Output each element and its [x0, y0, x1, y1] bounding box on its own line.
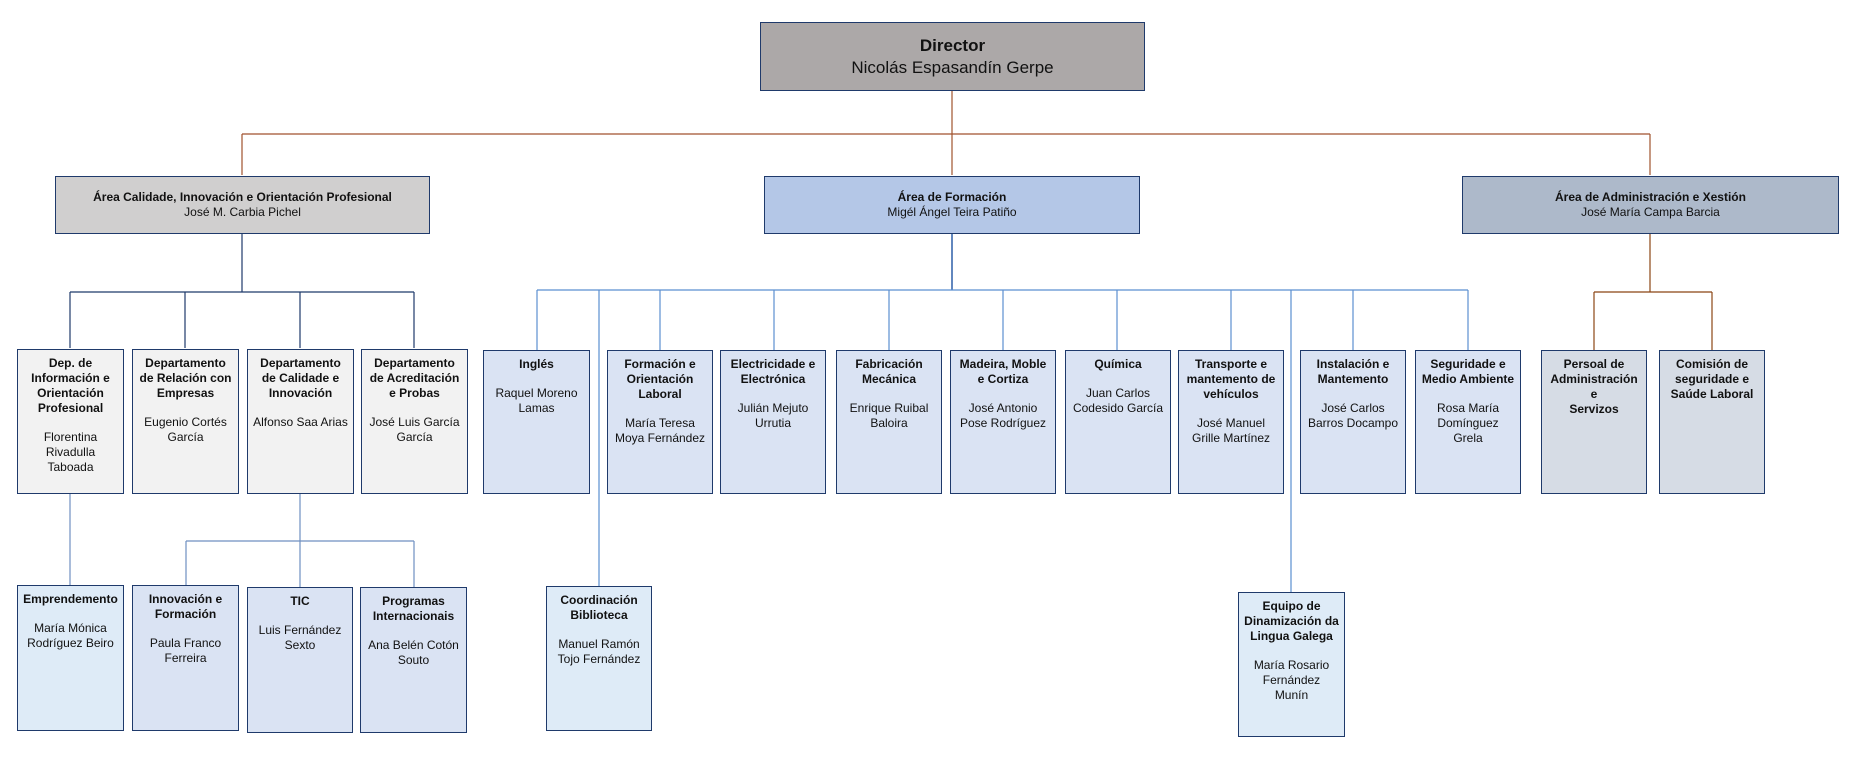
- dept-head: Enrique Ruibal Baloira: [849, 401, 929, 430]
- dept-title: Instalación e Mantemento: [1316, 357, 1390, 386]
- dept-head: José Manuel Grille Martínez: [1191, 416, 1271, 445]
- area-calidade-name: José M. Carbia Pichel: [184, 205, 301, 219]
- dept-head: Florentina Rivadulla Taboada: [43, 430, 98, 474]
- dept-title: Fabricación Mecánica: [855, 357, 923, 386]
- dept-head: José Carlos Barros Docampo: [1307, 401, 1399, 430]
- dept-title: Inglés: [519, 357, 554, 371]
- dept-relacion-empresas: Departamento de Relación con Empresas Eu…: [132, 349, 239, 494]
- unit-head: María Rosario Fernández Munín: [1253, 658, 1330, 702]
- dept-head: Juan Carlos Codesido García: [1072, 386, 1164, 415]
- dept-head: Rosa María Domínguez Grela: [1436, 401, 1500, 445]
- area-admin-title: Área de Administración e Xestión: [1555, 190, 1746, 204]
- unit-head: María Mónica Rodríguez Beiro: [27, 621, 114, 650]
- dept-electricidade: Electricidade e Electrónica Julián Mejut…: [720, 350, 826, 494]
- dept-madeira: Madeira, Moble e Cortiza José Antonio Po…: [950, 350, 1056, 494]
- dept-head: Alfonso Saa Arias: [253, 415, 348, 429]
- dept-persoal-administracion: Persoal de Administración e Servizos: [1541, 350, 1647, 494]
- dept-title: Persoal de Administración e Servizos: [1550, 357, 1638, 416]
- dept-head: Julián Mejuto Urrutia: [737, 401, 809, 430]
- unit-innovacion-formacion: Innovación e Formación Paula Franco Ferr…: [132, 585, 239, 731]
- unit-title: Equipo de Dinamización da Lingua Galega: [1244, 599, 1339, 643]
- dept-head: Eugenio Cortés García: [144, 415, 227, 444]
- unit-coordinacion-biblioteca: Coordinación Biblioteca Manuel Ramón Toj…: [546, 586, 652, 731]
- unit-title: Coordinación Biblioteca: [560, 593, 638, 622]
- unit-title: Programas Internacionais: [372, 594, 455, 623]
- dept-head: María Teresa Moya Fernández: [614, 416, 706, 445]
- area-admin-name: José María Campa Barcia: [1581, 205, 1720, 219]
- dept-title: Departamento de Relación con Empresas: [139, 356, 232, 400]
- unit-head: Manuel Ramón Tojo Fernández: [557, 637, 641, 666]
- unit-head: Paula Franco Ferreira: [149, 636, 222, 665]
- unit-title: Emprendemento: [23, 592, 118, 606]
- unit-programas-internacionais: Programas Internacionais Ana Belén Cotón…: [360, 587, 467, 733]
- unit-lingua-galega: Equipo de Dinamización da Lingua Galega …: [1238, 592, 1345, 737]
- director-name: Nicolás Espasandín Gerpe: [851, 57, 1054, 77]
- dept-title: Formación e Orientación Laboral: [624, 357, 696, 401]
- area-calidade-box: Área Calidade, Innovación e Orientación …: [55, 176, 430, 234]
- unit-tic: TIC Luis Fernández Sexto: [247, 587, 353, 733]
- dept-calidade-innovacion: Departamento de Calidade e Innovación Al…: [247, 349, 354, 494]
- unit-title: TIC: [290, 594, 310, 608]
- unit-emprendemento: Emprendemento María Mónica Rodríguez Bei…: [17, 585, 124, 731]
- dept-title: Seguridade e Medio Ambiente: [1421, 357, 1515, 386]
- dept-title: Transporte e mantemento de vehículos: [1186, 357, 1276, 401]
- dept-head: José Luis García García: [369, 415, 460, 444]
- dept-title: Departamento de Acreditación e Probas: [369, 356, 460, 400]
- dept-title: Electricidade e Electrónica: [730, 357, 816, 386]
- area-admin-box: Área de Administración e Xestión José Ma…: [1462, 176, 1839, 234]
- dept-transporte: Transporte e mantemento de vehículos Jos…: [1178, 350, 1284, 494]
- unit-head: Luis Fernández Sexto: [258, 623, 342, 652]
- dept-title: Madeira, Moble e Cortiza: [959, 357, 1047, 386]
- area-formacion-name: Migél Ángel Teira Patiño: [887, 205, 1017, 219]
- unit-head: Ana Belén Cotón Souto: [368, 638, 459, 667]
- dept-title: Departamento de Calidade e Innovación: [260, 356, 341, 400]
- dept-acreditacion-probas: Departamento de Acreditación e Probas Jo…: [361, 349, 468, 494]
- area-formacion-box: Área de Formación Migél Ángel Teira Pati…: [764, 176, 1140, 234]
- dept-instalacion-mantemento: Instalación e Mantemento José Carlos Bar…: [1300, 350, 1406, 494]
- dept-quimica: Química Juan Carlos Codesido García: [1065, 350, 1171, 494]
- dept-title: Comisión de seguridade e Saúde Laboral: [1670, 357, 1754, 401]
- area-calidade-title: Área Calidade, Innovación e Orientación …: [93, 190, 392, 204]
- dept-head: José Antonio Pose Rodríguez: [959, 401, 1047, 430]
- dept-informacion-orientacion: Dep. de Información e Orientación Profes…: [17, 349, 124, 494]
- dept-ingles: Inglés Raquel Moreno Lamas: [483, 350, 590, 494]
- dept-title: Dep. de Información e Orientación Profes…: [31, 356, 110, 415]
- dept-fabricacion-mecanica: Fabricación Mecánica Enrique Ruibal Balo…: [836, 350, 942, 494]
- dept-comision-seguridade: Comisión de seguridade e Saúde Laboral: [1659, 350, 1765, 494]
- dept-head: Raquel Moreno Lamas: [495, 386, 578, 415]
- unit-title: Innovación e Formación: [148, 592, 223, 621]
- dept-formacion-orientacion-laboral: Formación e Orientación Laboral María Te…: [607, 350, 713, 494]
- dept-title: Química: [1094, 357, 1142, 371]
- director-title: Director: [919, 35, 986, 55]
- area-formacion-title: Área de Formación: [897, 190, 1007, 204]
- dept-seguridade-medio-ambiente: Seguridade e Medio Ambiente Rosa María D…: [1415, 350, 1521, 494]
- director-box: Director Nicolás Espasandín Gerpe: [760, 22, 1145, 91]
